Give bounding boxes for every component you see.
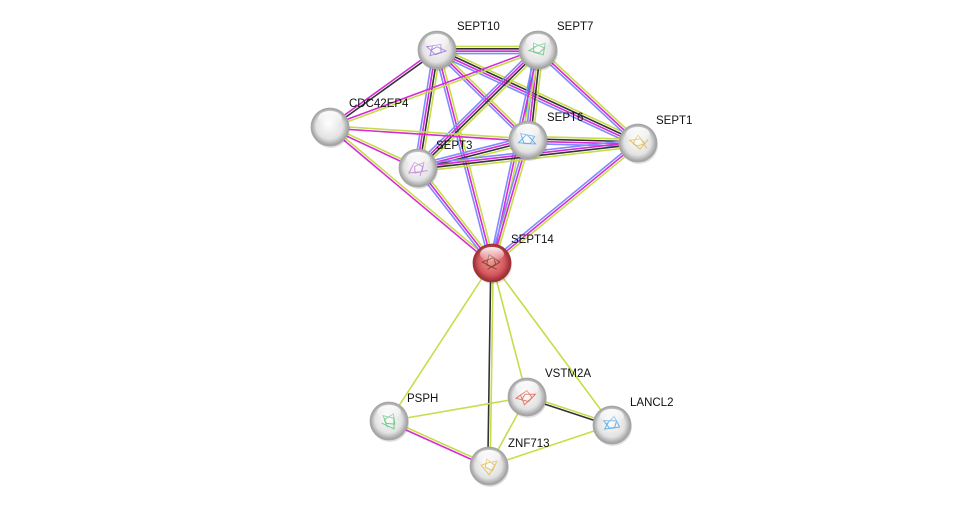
edge-sept7-sept3[interactable]: [414, 46, 542, 172]
node-cdc42ep4[interactable]: CDC42EP4: [310, 98, 409, 148]
node-label: SEPT1: [656, 115, 692, 127]
node-label: SEPT3: [436, 140, 472, 152]
node-highlight: [516, 124, 540, 138]
edge-line-textmining: [488, 424, 613, 467]
node-highlight: [480, 247, 504, 261]
edge-line-database: [434, 51, 527, 143]
edge-sept10-sept6[interactable]: [434, 47, 531, 143]
edge-line-experimental: [416, 49, 437, 168]
edge-line-experimental: [417, 167, 493, 264]
edge-line-textmining: [330, 125, 494, 263]
edge-sept14-znf713[interactable]: [487, 262, 494, 467]
node-highlight: [377, 405, 401, 419]
edge-line-database: [413, 49, 435, 168]
edge-line-textmining: [438, 47, 531, 139]
edge-line-database: [435, 52, 637, 147]
edge-line-experimental: [491, 142, 639, 264]
edge-sept3-sept14[interactable]: [415, 166, 495, 265]
edge-line-experimental: [329, 48, 538, 127]
edge-psph-vstm2a[interactable]: [388, 396, 528, 422]
node-sept7[interactable]: SEPT7: [518, 21, 593, 71]
edge-line-textmining: [330, 125, 529, 140]
edge-line-coexpression: [418, 50, 540, 170]
node-label: PSPH: [407, 393, 438, 405]
edge-line-coexpression: [418, 50, 439, 169]
node-label: SEPT10: [457, 21, 500, 33]
edge-line-textmining: [491, 262, 613, 426]
edge-line-textmining: [419, 166, 495, 263]
edge-sept10-cdc42ep4[interactable]: [328, 48, 439, 129]
node-label: VSTM2A: [545, 368, 591, 380]
edge-line-textmining: [489, 263, 494, 467]
edge-sept14-lancl2[interactable]: [491, 262, 613, 426]
node-label: LANCL2: [630, 397, 673, 409]
node-vstm2a[interactable]: VSTM2A: [507, 368, 591, 418]
node-highlight: [477, 450, 501, 464]
edge-line-experimental: [329, 127, 528, 142]
node-znf713[interactable]: ZNF713: [469, 438, 550, 487]
edge-line-textmining: [388, 396, 528, 422]
edge-line-experimental: [436, 49, 529, 141]
edge-cdc42ep4-sept14[interactable]: [328, 125, 494, 265]
edge-line-textmining: [491, 262, 528, 398]
edge-line-experimental: [328, 127, 492, 265]
edge-line-textmining: [438, 46, 640, 141]
edge-sept7-cdc42ep4[interactable]: [329, 48, 539, 129]
node-sept6[interactable]: SEPT6: [508, 112, 583, 161]
edge-line-textmining: [419, 51, 542, 172]
edge-line-database: [415, 168, 491, 265]
node-highlight: [318, 111, 342, 125]
edge-line-experimental: [416, 48, 538, 168]
node-highlight: [515, 381, 539, 395]
edge-line-experimental: [537, 49, 639, 144]
node-psph[interactable]: PSPH: [369, 393, 438, 442]
node-sept3[interactable]: SEPT3: [398, 140, 472, 189]
node-highlight: [406, 152, 430, 166]
edge-line-coexpression: [330, 50, 439, 129]
protein-structure-icon: [480, 253, 501, 270]
edge-lancl2-znf713[interactable]: [488, 424, 613, 467]
node-sept14[interactable]: SEPT14: [472, 234, 554, 284]
edge-cdc42ep4-sept6[interactable]: [329, 125, 529, 142]
edge-line-textmining: [539, 47, 641, 142]
edge-line-database: [414, 46, 537, 167]
edge-line-textmining: [330, 50, 539, 129]
node-label: SEPT7: [557, 21, 593, 33]
edge-line-textmining: [388, 262, 493, 422]
node-lancl2[interactable]: LANCL2: [592, 397, 673, 446]
edge-line-textmining: [420, 50, 442, 169]
node-sept10[interactable]: SEPT10: [417, 21, 500, 71]
edge-sept14-vstm2a[interactable]: [491, 262, 528, 398]
node-highlight: [626, 127, 650, 141]
node-highlight: [600, 409, 624, 423]
node-label: ZNF713: [508, 438, 550, 450]
edge-line-database: [535, 51, 637, 146]
node-label: CDC42EP4: [349, 98, 409, 110]
edge-line-textmining: [493, 144, 641, 266]
edge-sept1-sept14[interactable]: [489, 140, 641, 266]
node-label: SEPT14: [511, 234, 554, 246]
edge-sept7-sept1[interactable]: [535, 47, 641, 146]
edge-line-experimental: [328, 48, 437, 127]
protein-structure-icon: [425, 43, 448, 57]
edge-line-textmining: [493, 140, 532, 264]
node-label: SEPT6: [547, 112, 583, 124]
edge-sept14-psph[interactable]: [388, 262, 493, 422]
edge-line-coexpression: [487, 262, 492, 466]
edge-sept10-sept3[interactable]: [413, 49, 442, 169]
node-sept1[interactable]: SEPT1: [618, 115, 692, 164]
node-highlight: [526, 34, 550, 48]
node-highlight: [425, 34, 449, 48]
edge-line-database: [489, 140, 637, 262]
